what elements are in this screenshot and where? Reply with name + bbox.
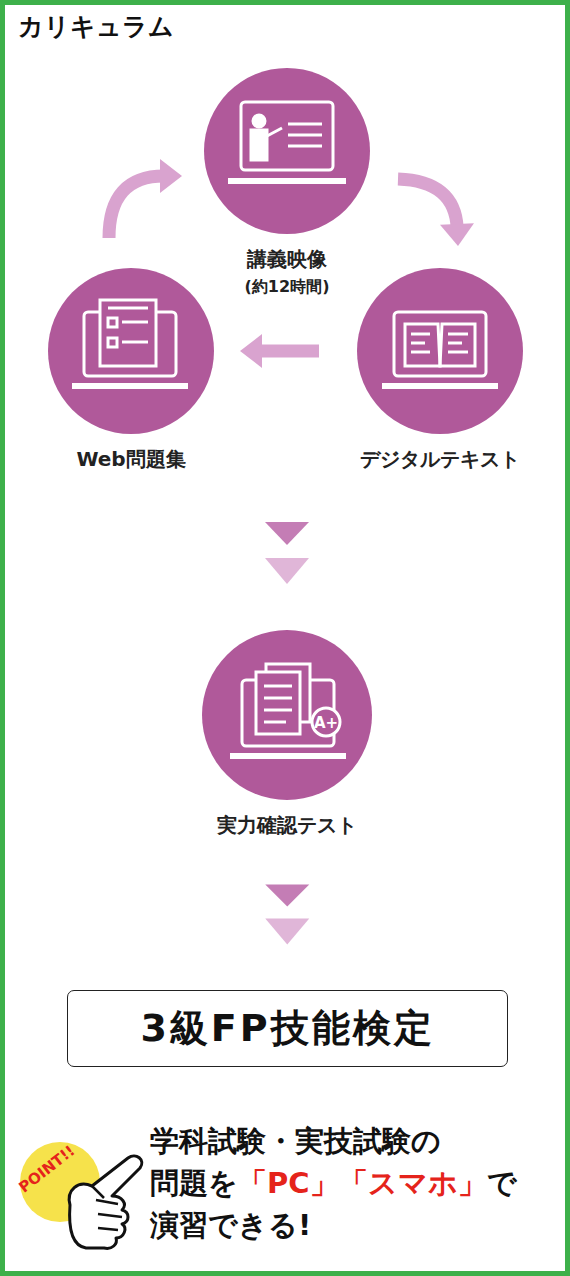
- exam-box: 3級FP技能検定: [67, 990, 508, 1067]
- note-text: 学科試験・実技試験の: [150, 1124, 441, 1158]
- note-highlight: 「PC」「スマホ」: [238, 1166, 487, 1200]
- node-label: デジタルテキスト: [360, 446, 520, 473]
- node-label: 3級FP技能検定: [140, 1003, 434, 1054]
- test-node: 実力確認テスト: [202, 630, 372, 839]
- node-label: 実力確認テスト: [217, 812, 357, 839]
- down-chevron: [265, 522, 309, 545]
- node-circle: [204, 68, 370, 234]
- text-node: デジタルテキスト: [357, 268, 523, 473]
- web-node: Web問題集: [48, 268, 214, 473]
- cycle-arrow: [109, 159, 182, 238]
- point-note: 学科試験・実技試験の 問題を「PC」「スマホ」で 演習できる!: [150, 1120, 517, 1246]
- down-chevron: [265, 558, 309, 584]
- lecture-node: 講義映像 (約12時間): [204, 68, 370, 298]
- hand-lines: [92, 1186, 122, 1230]
- node-label: 講義映像: [247, 246, 327, 273]
- pointing-hand: [69, 1156, 142, 1248]
- cycle-arrow: [398, 179, 474, 246]
- node-circle: [202, 630, 372, 800]
- note-text: 問題を: [150, 1166, 238, 1200]
- note-text: で: [487, 1166, 517, 1200]
- node-circle: [357, 268, 523, 434]
- node-circle: [48, 268, 214, 434]
- diagram-title: カリキュラム: [18, 10, 174, 43]
- flow-chevrons: [265, 885, 309, 945]
- node-label: Web問題集: [76, 446, 185, 473]
- note-text: 演習できる!: [150, 1208, 311, 1242]
- cycle-arrow: [240, 334, 319, 368]
- node-sublabel: (約12時間): [245, 277, 330, 298]
